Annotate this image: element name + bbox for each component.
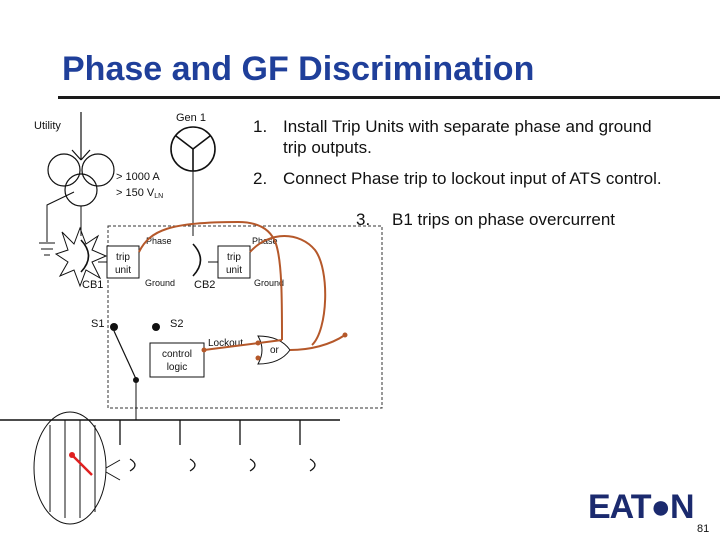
s1-label: S1 bbox=[91, 318, 104, 330]
branch-breakers bbox=[119, 420, 316, 472]
trip-unit-right bbox=[217, 245, 251, 279]
wire-end-dot bbox=[255, 340, 261, 346]
magnified-panel bbox=[33, 411, 121, 525]
step-text: Connect Phase trip to lockout input of A… bbox=[283, 169, 662, 188]
s1-terminal bbox=[110, 323, 118, 331]
s2-terminal bbox=[152, 323, 160, 331]
ground-symbol bbox=[39, 191, 75, 256]
lockout-label: Lockout bbox=[208, 338, 243, 349]
trip-unit-right-label: unit bbox=[226, 265, 242, 276]
step-1: 1. Install Trip Units with separate phas… bbox=[253, 116, 713, 160]
step-text: Install Trip Units with separate phase a… bbox=[283, 116, 652, 158]
cb1-label: CB1 bbox=[82, 279, 103, 291]
wire-end-dot bbox=[201, 347, 207, 353]
wire-end-dot bbox=[255, 355, 261, 361]
cb2-breaker bbox=[192, 243, 202, 277]
step-text: B1 trips on phase overcurrent bbox=[392, 210, 616, 229]
tripped-breaker-handle bbox=[71, 454, 93, 476]
tripped-breaker-pivot bbox=[69, 452, 75, 458]
trip-signal-wiring bbox=[138, 220, 346, 351]
cb2-label: CB2 bbox=[194, 279, 215, 291]
step-number: 3. bbox=[356, 210, 371, 229]
step-2: 2. Connect Phase trip to lockout input o… bbox=[253, 168, 713, 190]
fault-flash-icon bbox=[54, 226, 108, 288]
current-condition: > 1000 A bbox=[116, 171, 160, 183]
wire-end-dot bbox=[342, 332, 348, 338]
transfer-switch-blade bbox=[113, 330, 137, 380]
control-logic-label: control bbox=[162, 349, 192, 360]
ats-enclosure bbox=[107, 225, 383, 409]
control-logic-box bbox=[149, 342, 205, 378]
trip-unit-right-label: trip bbox=[227, 252, 241, 263]
voltage-condition: > 150 VLN bbox=[116, 187, 163, 200]
gen-label: Gen 1 bbox=[176, 112, 206, 124]
cb1-breaker bbox=[80, 239, 90, 273]
step-number: 2. bbox=[253, 169, 268, 188]
step-3: 3. B1 trips on phase overcurrent bbox=[356, 209, 656, 231]
control-logic-label: logic bbox=[167, 362, 188, 373]
trip-unit-left-label: trip bbox=[116, 252, 130, 263]
ground-label-right: Ground bbox=[254, 278, 284, 288]
page-number: 81 bbox=[697, 523, 710, 535]
step-text-line: Install Trip Units with separate phase a… bbox=[283, 117, 652, 136]
trip-unit-left-label: unit bbox=[115, 265, 131, 276]
step-number: 1. bbox=[253, 117, 268, 136]
title-divider bbox=[58, 96, 720, 99]
generator-symbol bbox=[170, 126, 216, 172]
step-text-line: trip outputs. bbox=[283, 138, 372, 157]
trip-unit-left bbox=[106, 245, 140, 279]
slide-title: Phase and GF Discrimination bbox=[62, 50, 535, 88]
phase-label-left: Phase bbox=[146, 236, 172, 246]
utility-label: Utility bbox=[34, 120, 61, 132]
eaton-logo: EAT●N bbox=[588, 488, 695, 526]
ground-label-left: Ground bbox=[145, 278, 175, 288]
s2-label: S2 bbox=[170, 318, 183, 330]
or-gate-label: or bbox=[270, 345, 280, 356]
